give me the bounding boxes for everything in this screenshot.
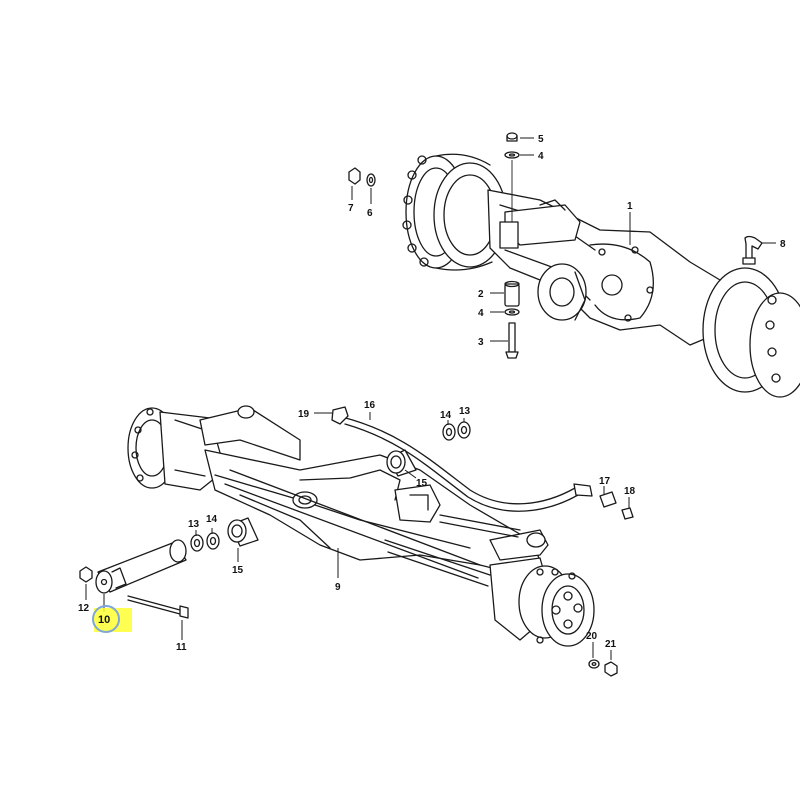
part-10-highlight [92, 605, 132, 633]
callout-4-top: 4 [538, 151, 544, 162]
callout-18: 18 [624, 486, 636, 497]
hydraulic-hose [341, 416, 576, 505]
upper-axle-housing [487, 189, 727, 346]
callout-labels: 5 4 1 2 4 3 7 6 8 19 16 14 13 15 17 18 1… [78, 134, 786, 653]
callout-8: 8 [780, 239, 786, 250]
callout-13-left: 13 [188, 519, 200, 530]
callout-15-top: 15 [416, 478, 428, 489]
callout-15-left: 15 [232, 565, 244, 576]
callout-7: 7 [348, 203, 354, 214]
callout-20: 20 [586, 631, 598, 642]
upper-axle-assembly [348, 132, 800, 398]
lower-right-hub [489, 557, 595, 647]
pivot-pin-part-10[interactable] [95, 539, 187, 594]
callout-19: 19 [298, 409, 310, 420]
callout-13-top: 13 [459, 406, 471, 417]
lower-center-bracket [394, 484, 441, 523]
lower-axle-assembly [79, 405, 634, 677]
upper-left-hub [402, 153, 507, 271]
callout-12: 12 [78, 603, 90, 614]
callout-14-left: 14 [206, 514, 218, 525]
elbow-fitting [742, 235, 763, 265]
highlight-ring [92, 605, 120, 633]
callout-9: 9 [335, 582, 341, 593]
upper-pin-stack [504, 132, 520, 359]
callout-10[interactable]: 10 [98, 614, 110, 626]
callout-5: 5 [538, 134, 544, 145]
callout-3: 3 [478, 337, 484, 348]
callout-6: 6 [367, 208, 373, 219]
upper-side-bolt [348, 167, 376, 187]
callout-14-top: 14 [440, 410, 452, 421]
callout-16: 16 [364, 400, 376, 411]
upper-right-hub [702, 267, 800, 398]
callout-17: 17 [599, 476, 611, 487]
lower-axle-housing [204, 449, 541, 576]
callout-4-bottom: 4 [478, 308, 484, 319]
callout-2: 2 [478, 289, 484, 300]
leader-lines [85, 137, 776, 660]
callout-11: 11 [176, 642, 187, 653]
callout-21: 21 [605, 639, 617, 650]
callout-1: 1 [627, 201, 633, 212]
highlight-marker [94, 608, 132, 632]
